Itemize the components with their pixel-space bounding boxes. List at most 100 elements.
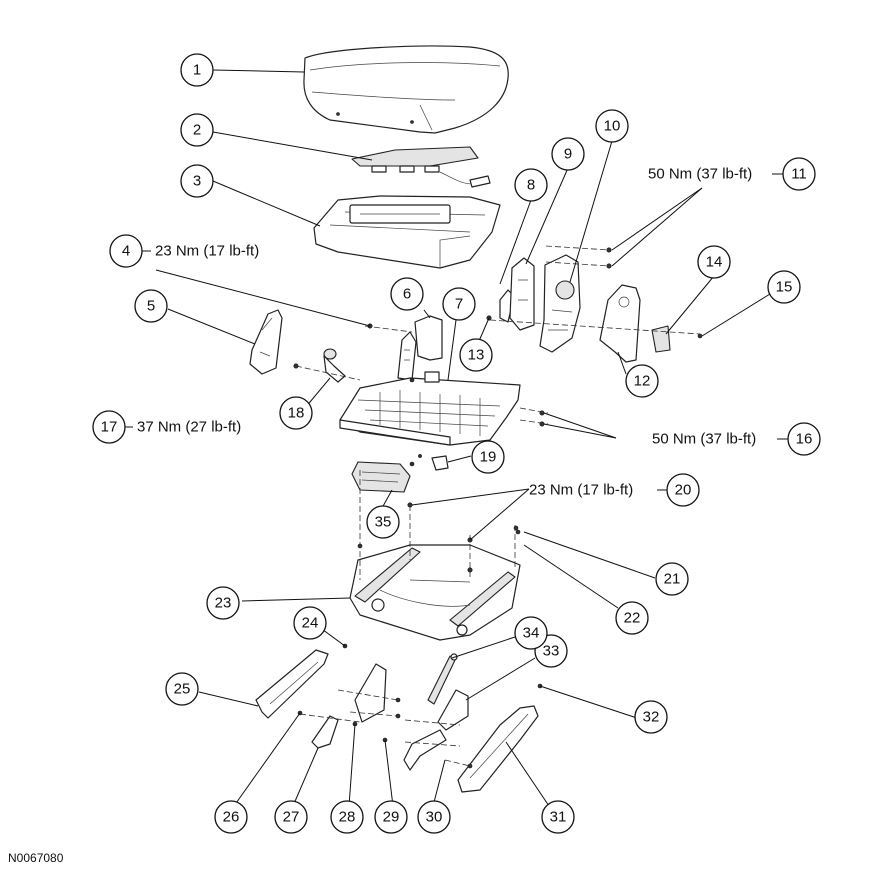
svg-text:26: 26 xyxy=(223,809,240,826)
part-18-handle xyxy=(323,348,346,383)
torque-label-11: 50 Nm (37 lb-ft) xyxy=(648,166,783,183)
callout-30: 30 xyxy=(417,800,451,834)
torque-label-17: 37 Nm (27 lb-ft) xyxy=(125,419,241,436)
callout-28: 28 xyxy=(330,800,364,834)
callout-17: 17 xyxy=(92,410,126,444)
callout-19: 19 xyxy=(471,440,505,474)
callout-4: 4 xyxy=(109,234,143,268)
leader-lines xyxy=(155,69,771,807)
callout-8: 8 xyxy=(514,168,548,202)
part-25-outer-shield xyxy=(255,649,329,719)
svg-text:6: 6 xyxy=(403,286,411,303)
assembly-centerlines xyxy=(295,245,701,767)
svg-text:22: 22 xyxy=(624,610,641,627)
callout-24: 24 xyxy=(293,606,327,640)
part-6-plate xyxy=(414,315,443,361)
callout-13: 13 xyxy=(459,338,493,372)
svg-text:34: 34 xyxy=(523,625,540,642)
callout-22: 22 xyxy=(615,601,649,635)
recliner-left xyxy=(397,331,417,381)
svg-text:4: 4 xyxy=(122,243,130,260)
svg-text:13: 13 xyxy=(468,347,485,364)
svg-text:20: 20 xyxy=(675,482,692,499)
callout-10: 10 xyxy=(595,109,629,143)
svg-text:16: 16 xyxy=(796,431,813,448)
torque-label-4: 23 Nm (17 lb-ft) xyxy=(142,243,259,260)
callout-12: 12 xyxy=(625,364,659,398)
callout-6: 6 xyxy=(390,277,424,311)
fasteners xyxy=(293,247,703,769)
part-2-heater-mat xyxy=(351,146,491,188)
svg-text:50 Nm (37 lb-ft): 50 Nm (37 lb-ft) xyxy=(648,166,752,183)
callout-15: 15 xyxy=(767,270,801,304)
callout-2: 2 xyxy=(180,113,214,147)
svg-text:31: 31 xyxy=(550,809,567,826)
torque-label-20: 23 Nm (17 lb-ft) xyxy=(529,482,667,499)
svg-text:11: 11 xyxy=(791,166,807,183)
svg-text:30: 30 xyxy=(426,809,443,826)
svg-text:23 Nm (17 lb-ft): 23 Nm (17 lb-ft) xyxy=(529,482,633,499)
callout-26: 26 xyxy=(214,800,248,834)
part-14-clip xyxy=(651,325,671,353)
svg-text:25: 25 xyxy=(174,681,191,698)
svg-text:23: 23 xyxy=(215,595,232,612)
svg-text:12: 12 xyxy=(634,373,651,390)
svg-text:9: 9 xyxy=(564,146,572,163)
part-19-connector xyxy=(418,454,449,471)
callout-27: 27 xyxy=(274,800,308,834)
svg-text:8: 8 xyxy=(527,177,535,194)
svg-text:2: 2 xyxy=(193,122,201,139)
part-33-bracket xyxy=(437,689,469,731)
svg-text:15: 15 xyxy=(776,279,793,296)
part-27-bracket xyxy=(311,715,339,749)
svg-text:35: 35 xyxy=(375,514,392,531)
callout-11: 11 xyxy=(782,157,816,191)
figure-reference-code: N0067080 xyxy=(8,851,64,865)
svg-text:5: 5 xyxy=(147,298,155,315)
svg-text:7: 7 xyxy=(455,296,463,313)
callout-18: 18 xyxy=(279,396,313,430)
callout-16: 16 xyxy=(787,422,821,456)
part-31-inner-shield xyxy=(457,705,539,793)
part-29-latch xyxy=(403,729,447,771)
callout-34: 34 xyxy=(514,616,548,650)
callout-1: 1 xyxy=(180,53,214,87)
part-12-recliner-cover xyxy=(599,284,641,363)
svg-text:50 Nm (37 lb-ft): 50 Nm (37 lb-ft) xyxy=(652,431,756,448)
callout-35: 35 xyxy=(366,505,400,539)
svg-text:33: 33 xyxy=(543,643,560,660)
callout-7: 7 xyxy=(442,287,476,321)
callout-5: 5 xyxy=(134,289,168,323)
svg-text:10: 10 xyxy=(604,118,621,135)
svg-text:24: 24 xyxy=(302,615,319,632)
part-3-cushion-pan xyxy=(313,195,501,269)
callout-21: 21 xyxy=(655,562,689,596)
callout-29: 29 xyxy=(374,800,408,834)
part-9-recliner-plate xyxy=(509,257,535,331)
torque-label-16: 50 Nm (37 lb-ft) xyxy=(652,431,788,448)
svg-text:37 Nm (27 lb-ft): 37 Nm (27 lb-ft) xyxy=(137,419,241,436)
callout-23: 23 xyxy=(206,586,240,620)
callout-31: 31 xyxy=(541,800,575,834)
part-10-recliner-mechanism xyxy=(539,254,581,353)
callout-20: 20 xyxy=(666,473,700,507)
svg-text:28: 28 xyxy=(339,809,356,826)
svg-text:23 Nm (17 lb-ft): 23 Nm (17 lb-ft) xyxy=(155,243,259,260)
part-35-switch-module xyxy=(351,461,415,493)
part-1-cushion-cover xyxy=(303,45,509,134)
part-23-seat-track xyxy=(349,544,521,641)
svg-text:3: 3 xyxy=(193,173,201,190)
svg-text:17: 17 xyxy=(101,419,118,436)
seat-frame xyxy=(339,371,521,446)
callout-25: 25 xyxy=(165,672,199,706)
callout-3: 3 xyxy=(180,164,214,198)
part-5-side-bracket xyxy=(249,309,283,375)
part-28-plate xyxy=(354,663,387,723)
svg-text:21: 21 xyxy=(664,571,681,588)
svg-text:32: 32 xyxy=(643,709,660,726)
callout-9: 9 xyxy=(551,137,585,171)
svg-text:14: 14 xyxy=(706,254,723,271)
svg-text:19: 19 xyxy=(480,449,497,466)
